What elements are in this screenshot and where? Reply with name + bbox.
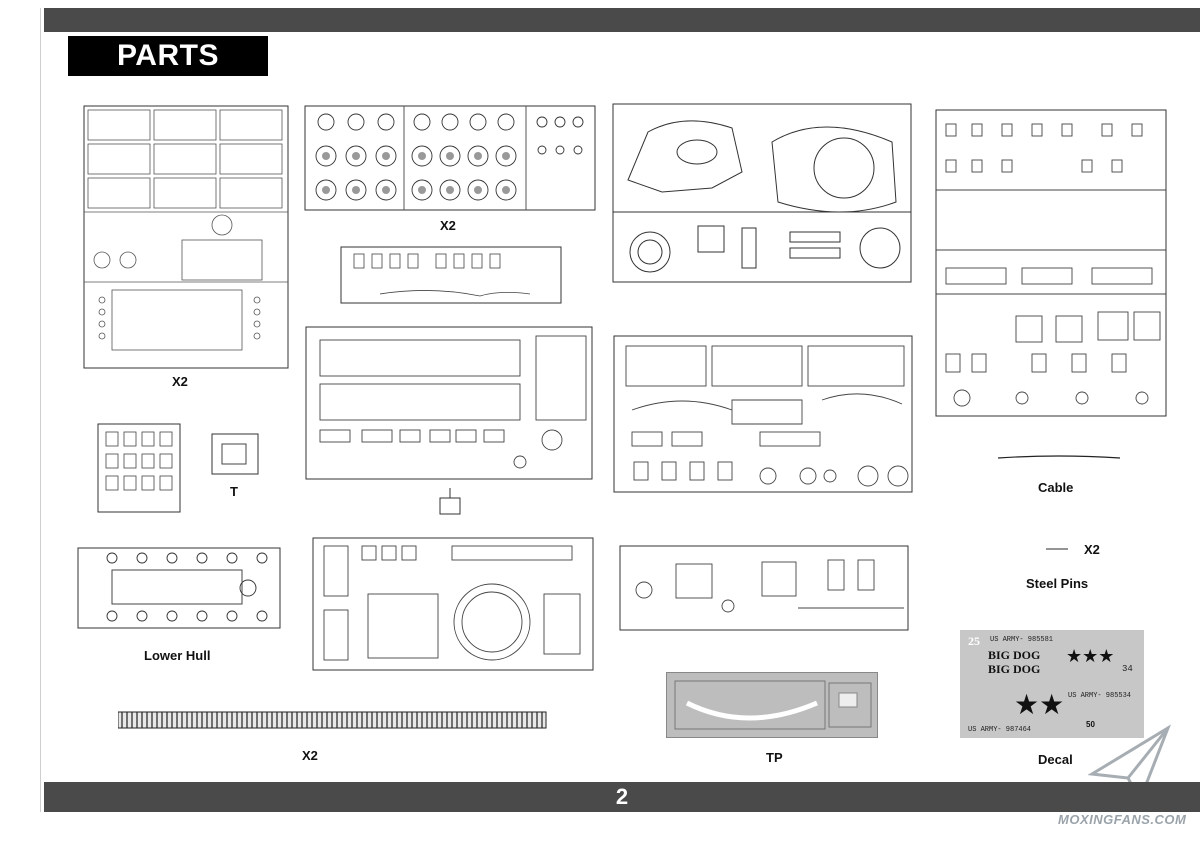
decal-sheet: US ARMY- 985581 BIG DOG BIG DOG 25 34 ★★… [960, 630, 1144, 738]
sprue-upper-hull-drawing [612, 103, 912, 283]
sprue-turret-drawing [312, 537, 594, 671]
top-bar [44, 8, 1200, 32]
decal-serial-2: US ARMY- 985534 [1068, 692, 1132, 700]
sprue-detail-right [612, 334, 914, 494]
track-links [118, 710, 548, 730]
bottom-bar: 2 [44, 782, 1200, 812]
decal-big-dog-2: BIG DOG [988, 662, 1041, 676]
decal-serial-3: US ARMY- 987464 [968, 726, 1032, 734]
sprue-turret [312, 536, 594, 672]
sprue-tall-right [932, 100, 1170, 420]
lower-hull-drawing [77, 547, 281, 629]
tp-photo-etch [666, 672, 878, 738]
sprue-detail-right-drawing [613, 335, 913, 493]
steel-pins-qty: X2 [1084, 542, 1100, 557]
page-title: PARTS [117, 39, 219, 72]
page-edge [40, 8, 41, 812]
star-icon: ★★ [1014, 689, 1065, 720]
decal-label: Decal [1038, 752, 1073, 767]
sprue-bottom-right [618, 540, 910, 632]
sprue-a-qty: X2 [172, 374, 188, 389]
sprue-bottom-right-drawing [619, 545, 909, 631]
cable-line [998, 455, 1121, 459]
tracks-qty: X2 [302, 748, 318, 763]
cable-part [998, 452, 1122, 462]
sprue-small-part-drawing [439, 488, 461, 515]
sprue-small-1-drawing [340, 246, 562, 304]
decal-number-34: 34 [1122, 664, 1133, 674]
star-icon: ★★★ [1066, 646, 1115, 666]
sprue-upper-hull [612, 102, 914, 284]
steel-pin-line [1046, 548, 1068, 550]
sprue-t [210, 432, 260, 476]
sprue-t-label: T [230, 484, 238, 499]
sprue-small-part [436, 488, 464, 518]
sprue-b-drawing [97, 423, 181, 513]
cable-label: Cable [1038, 480, 1074, 495]
decal-badge-50: 50 [1086, 720, 1095, 729]
steel-pins-label: Steel Pins [1026, 576, 1089, 591]
sprue-hull-detail [300, 326, 594, 480]
tp-label: TP [766, 750, 783, 765]
page-number: 2 [615, 784, 629, 809]
track-links-drawing [118, 711, 547, 729]
lower-hull-part [72, 546, 286, 630]
decal-serial-1: US ARMY- 985581 [990, 636, 1054, 644]
decal-number-25: 25 [968, 634, 980, 648]
sprue-hull-detail-drawing [305, 326, 593, 480]
decal-big-dog-1: BIG DOG [988, 648, 1041, 662]
sprue-small-1 [340, 246, 562, 304]
steel-pin-part [1046, 546, 1070, 552]
sprue-a-drawing [83, 105, 289, 369]
sprue-wheels-drawing [304, 105, 596, 211]
sprue-b [96, 418, 182, 514]
tp-photo-etch-drawing [674, 680, 872, 730]
sprue-wheels [304, 104, 598, 212]
title-box: PARTS [68, 36, 268, 76]
sprue-tall-right-drawing [935, 109, 1167, 417]
sprue-wheels-qty: X2 [440, 218, 456, 233]
sprue-t-drawing [211, 433, 259, 475]
lower-hull-label: Lower Hull [144, 648, 211, 663]
watermark-text: MOXINGFANS.COM [1058, 812, 1187, 827]
sprue-a [82, 100, 292, 370]
